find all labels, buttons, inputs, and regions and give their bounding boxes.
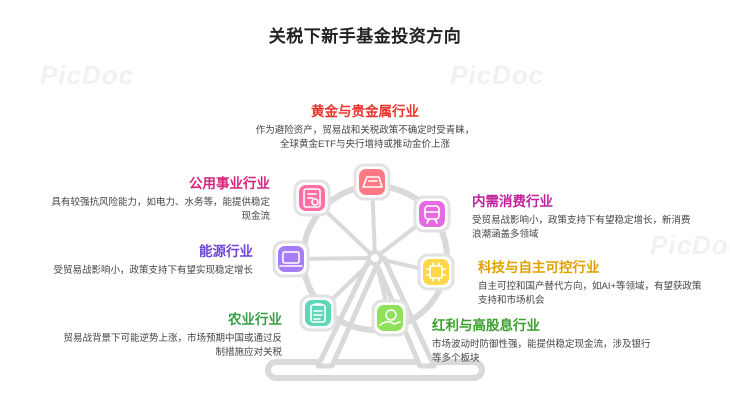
category-gold-desc-1: 作为避险资产，贸易战和关税政策不确定时受青睐， — [255, 125, 475, 136]
watermark: PicDoc — [40, 60, 135, 90]
category-consume-title: 内需消费行业 — [472, 194, 553, 209]
category-energy-desc-1: 受贸易战影响小，政策支持下有望实现稳定增长 — [53, 265, 253, 276]
chip-icon — [426, 262, 446, 282]
category-dividend: 红利与高股息行业 市场波动时防御性强，能提供稳定现金流，涉及银行 等多个板块 — [432, 318, 682, 366]
category-agri-desc-1: 贸易战背景下可能逆势上涨，市场预期中国或通过反 — [63, 333, 282, 344]
clipboard-icon — [310, 303, 326, 323]
watermark: PicDoc — [650, 230, 730, 260]
category-tech: 科技与自主可控行业 自主可控和国产替代方向，如AI+等领域，有望获政策 支持和市… — [478, 260, 726, 308]
page-title: 关税下新手基金投资方向 — [268, 27, 462, 46]
category-tech-title: 科技与自主可控行业 — [478, 260, 600, 275]
category-tech-desc-2: 支持和市场机会 — [478, 295, 545, 306]
gondola-gold — [353, 163, 391, 201]
category-agri-desc-2: 制措施应对关税 — [215, 347, 282, 358]
category-dividend-desc-1: 市场波动时防御性强，能提供稳定现金流，涉及银行 — [432, 339, 651, 350]
document-chart-icon — [303, 188, 321, 208]
laptop-icon — [279, 251, 303, 267]
category-gold-desc-2: 全球黄金ETF与央行增持或推动金价上涨 — [280, 139, 450, 150]
gondola-energy — [272, 240, 310, 278]
gondola-consume — [413, 195, 451, 233]
gondola-agri — [299, 294, 337, 332]
category-energy-title: 能源行业 — [199, 244, 253, 259]
category-energy: 能源行业 受贸易战影响小，政策支持下有望实现稳定增长 — [20, 244, 253, 278]
category-gold: 黄金与贵金属行业 作为避险资产，贸易战和关税政策不确定时受青睐， 全球黄金ETF… — [230, 104, 500, 152]
money-hand-icon — [379, 309, 401, 326]
category-agri-title: 农业行业 — [228, 312, 282, 327]
category-gold-title: 黄金与贵金属行业 — [311, 104, 419, 119]
category-utility: 公用事业行业 具有较强抗风险能力，如电力、水务等，能提供稳定 现金流 — [20, 176, 270, 224]
train-icon — [424, 205, 440, 224]
category-agri: 农业行业 贸易战背景下可能逆势上涨，市场预期中国或通过反 制措施应对关税 — [20, 312, 282, 360]
wheel-hub — [367, 250, 383, 266]
gondola-utility — [293, 179, 331, 217]
category-utility-title: 公用事业行业 — [189, 176, 270, 191]
gondola-dividend — [371, 299, 409, 337]
category-utility-desc-2: 现金流 — [241, 211, 270, 222]
category-consume: 内需消费行业 受贸易战影响小，政策支持下有望稳定增长，新消费 浪潮涵盖多领域 — [472, 194, 722, 242]
category-dividend-title: 红利与高股息行业 — [432, 318, 540, 333]
category-dividend-desc-2: 等多个板块 — [432, 353, 480, 364]
gold-bar-icon — [362, 176, 383, 188]
gondola-tech — [417, 253, 455, 291]
category-tech-desc-1: 自主可控和国产替代方向，如AI+等领域，有望获政策 — [478, 281, 702, 292]
category-consume-desc-1: 受贸易战影响小，政策支持下有望稳定增长，新消费 — [472, 215, 691, 226]
watermark: PicDoc — [450, 60, 545, 90]
category-consume-desc-2: 浪潮涵盖多领域 — [472, 229, 539, 240]
category-utility-desc-1: 具有较强抗风险能力，如电力、水务等，能提供稳定 — [51, 197, 270, 208]
